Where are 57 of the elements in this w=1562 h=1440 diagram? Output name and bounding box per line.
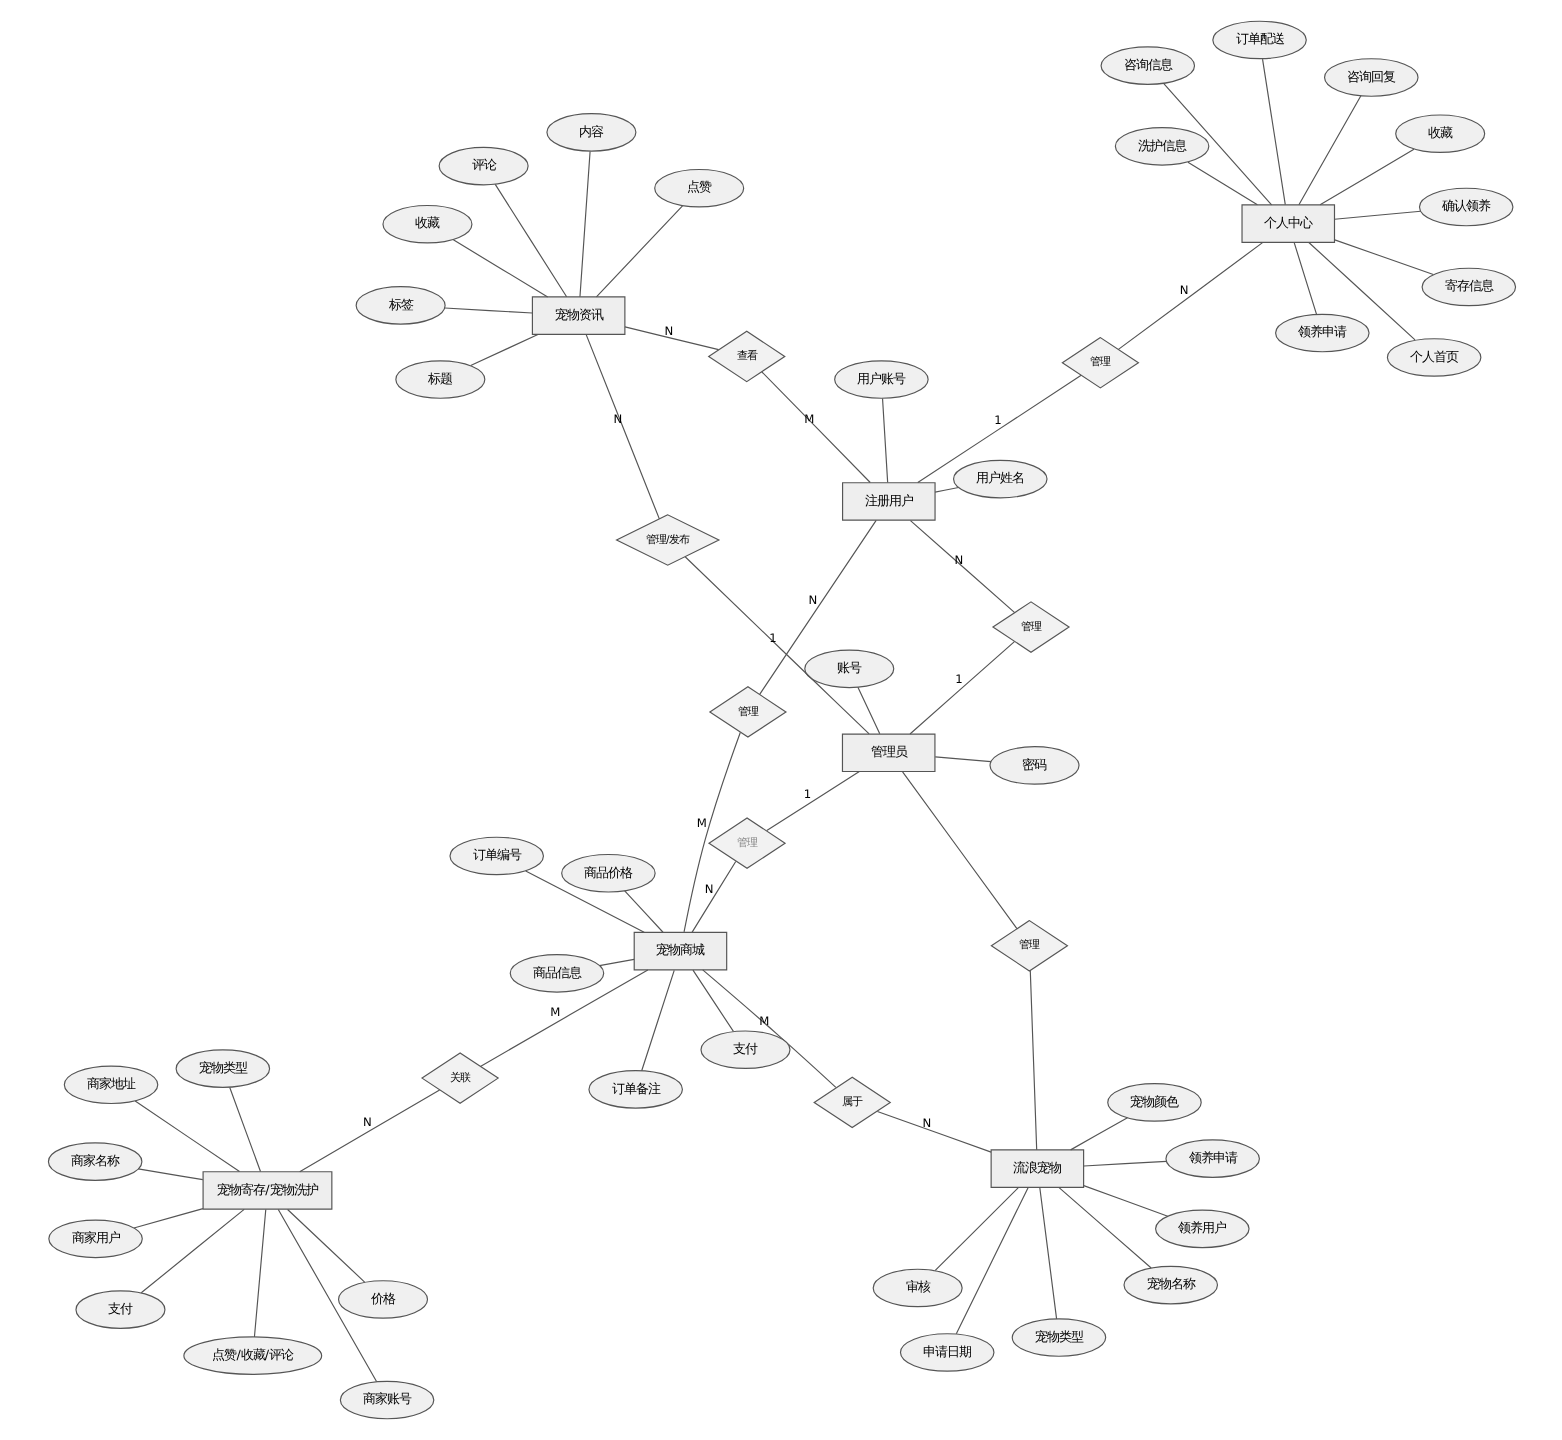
connector: [1162, 82, 1272, 206]
connector: [597, 958, 634, 967]
connector: [1082, 1185, 1168, 1217]
connector: [1038, 1187, 1057, 1320]
connector: [901, 771, 1017, 930]
connector: [524, 870, 644, 933]
connector: [933, 756, 991, 763]
connector: [875, 1110, 991, 1153]
connector: [1028, 969, 1037, 1151]
connector: [1318, 148, 1414, 206]
connector: [640, 969, 674, 1072]
connector: [683, 556, 869, 735]
connector: [623, 326, 719, 351]
connector: [228, 1086, 261, 1173]
connector: [701, 969, 836, 1088]
connector: [594, 205, 683, 298]
connector: [493, 183, 567, 298]
connector: [690, 860, 736, 933]
connector: [469, 333, 538, 367]
connector: [252, 1208, 266, 1338]
connector: [691, 969, 733, 1032]
connector: [682, 731, 740, 933]
connector: [758, 519, 876, 695]
connector: [1082, 1160, 1167, 1167]
connector: [1186, 161, 1257, 206]
connector: [954, 1187, 1028, 1335]
connector: [276, 1208, 377, 1383]
connector: [139, 1208, 244, 1294]
connector: [136, 1168, 203, 1181]
connector: [933, 486, 959, 493]
connector: [623, 890, 663, 933]
connector: [133, 1100, 240, 1173]
connector: [1069, 1117, 1128, 1151]
connector: [1297, 95, 1361, 206]
connector: [478, 969, 648, 1067]
connector: [856, 686, 880, 735]
connector: [286, 1208, 365, 1283]
connector: [760, 371, 870, 484]
connector: [578, 150, 590, 298]
connector: [1260, 58, 1285, 206]
connector: [908, 641, 1014, 735]
connector: [765, 770, 859, 832]
connector: [1057, 1187, 1151, 1269]
connector: [451, 239, 548, 298]
connector: [1332, 210, 1421, 220]
connector: [1292, 242, 1317, 315]
connector: [443, 307, 532, 314]
connector: [933, 1187, 1018, 1271]
connector: [1333, 239, 1433, 276]
connector: [132, 1208, 203, 1229]
connector: [916, 374, 1081, 484]
connector: [298, 1089, 440, 1173]
connector: [584, 334, 659, 520]
connector: [1116, 241, 1263, 350]
connector: [880, 397, 888, 483]
connector: [908, 520, 1015, 614]
connector: [1307, 241, 1415, 341]
